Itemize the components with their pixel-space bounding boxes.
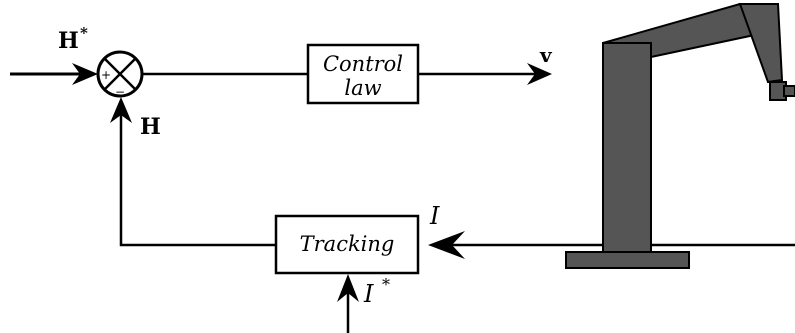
feedback-label: H — [140, 114, 161, 140]
robot-base — [565, 251, 690, 269]
control-law-label-line1: Control — [323, 52, 403, 76]
minus-sign: − — [115, 85, 125, 99]
reference-label: H — [58, 28, 79, 54]
feedback-path — [110, 97, 276, 247]
desired-image-superscript: * — [382, 275, 390, 294]
control-law-label-line2: law — [344, 76, 381, 100]
robot-gripper — [783, 85, 795, 97]
tracking-label: Tracking — [300, 232, 395, 256]
control-law-block: Control law — [306, 43, 420, 105]
desired-image-label: I — [363, 280, 374, 308]
tracking-block: Tracking — [274, 214, 420, 275]
plus-sign: + — [101, 68, 111, 82]
desired-image-arrow — [337, 274, 359, 333]
image-label: I — [429, 202, 440, 230]
reference-input-arrow — [10, 63, 98, 85]
velocity-output-arrow — [418, 63, 552, 85]
robot-column — [602, 42, 652, 253]
reference-superscript: * — [80, 24, 88, 42]
summing-junction: + − — [96, 50, 144, 99]
robot-arm-illustration — [565, 3, 795, 269]
robot-forearm — [738, 3, 784, 84]
velocity-label: v — [539, 43, 553, 67]
